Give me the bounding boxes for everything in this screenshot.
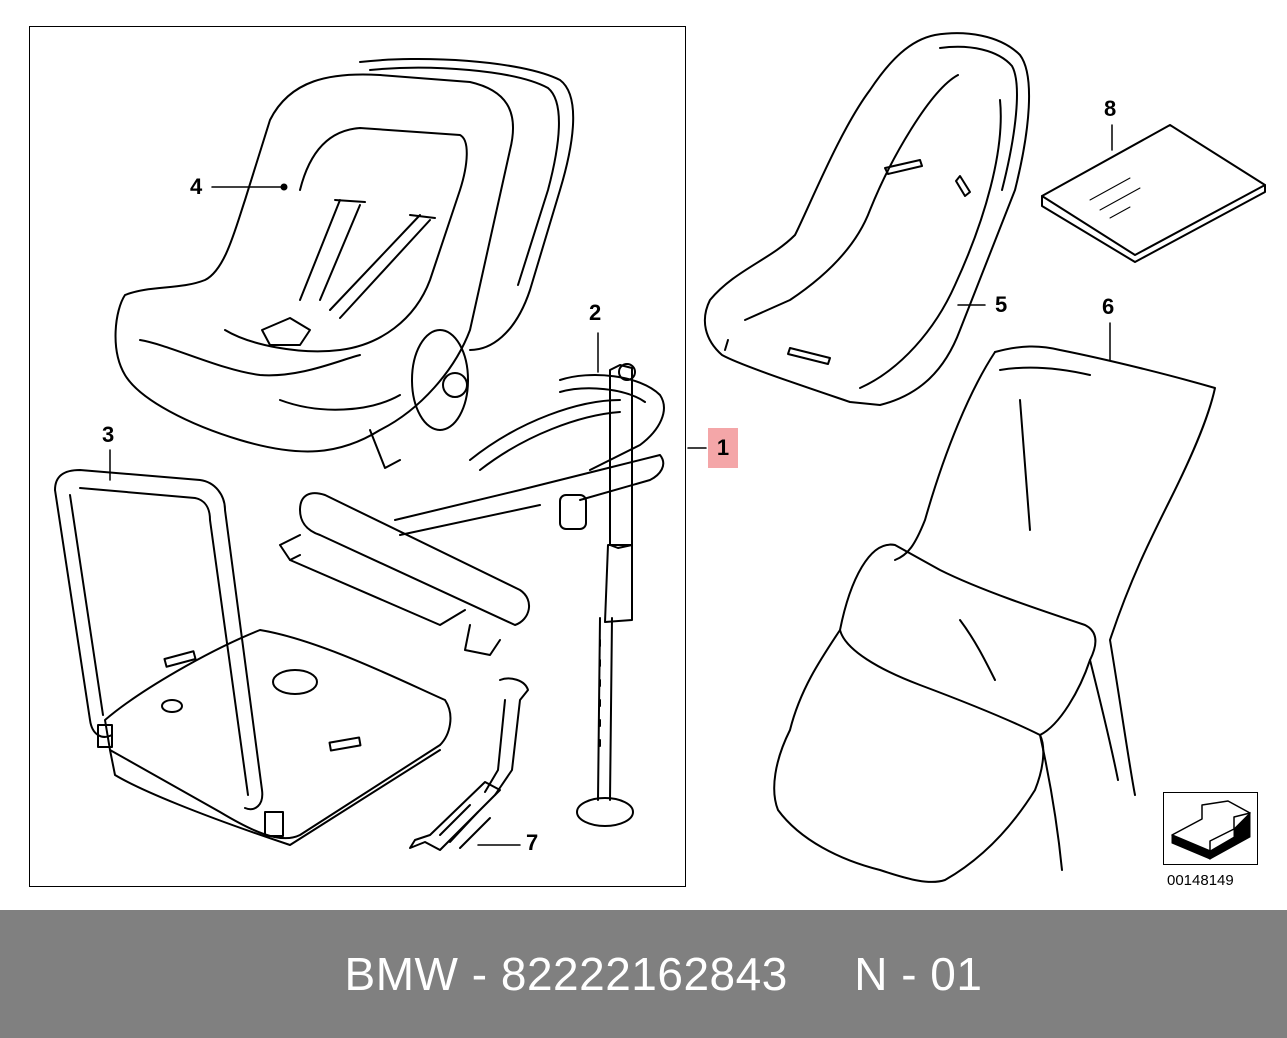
- seat-cover-drawing: [703, 32, 1031, 406]
- footer-part-label: BMW - 82222162843 N - 01: [345, 947, 983, 1001]
- assembly-frame: [29, 26, 686, 887]
- footer-separator: -: [471, 948, 488, 1000]
- callout-2: 2: [589, 300, 602, 325]
- footer-page-ref: N - 01: [854, 948, 983, 1000]
- booster-base-drawing: [54, 469, 452, 846]
- base-frame-drawing: [279, 363, 665, 827]
- tether-strap-drawing: [409, 677, 529, 851]
- callout-6: 6: [1102, 294, 1115, 319]
- parts-diagram: 4 2 3 7 5 6 8 1 00148149: [29, 26, 1266, 889]
- infant-carrier-drawing: [114, 58, 575, 469]
- callout-5: 5: [995, 292, 1008, 317]
- footmuff-drawing: [773, 345, 1216, 883]
- callout-7: 7: [526, 830, 539, 855]
- manual-booklet-drawing: [1041, 124, 1266, 263]
- callout-3: 3: [102, 422, 115, 447]
- callout-4: 4: [190, 174, 203, 199]
- reference-code: 00148149: [1167, 872, 1234, 889]
- arrow-orientation-icon: [1171, 800, 1251, 860]
- orientation-reference-box: [1163, 792, 1258, 865]
- footer-brand: BMW: [344, 948, 459, 1000]
- footer-part-number: 82222162843: [500, 948, 788, 1000]
- callout-1: 1: [716, 435, 730, 460]
- callout-8: 8: [1104, 96, 1117, 121]
- diagram-illustration: [54, 32, 1266, 883]
- footer-bar: BMW - 82222162843 N - 01: [0, 910, 1287, 1038]
- callout-1-highlight[interactable]: 1: [708, 428, 738, 468]
